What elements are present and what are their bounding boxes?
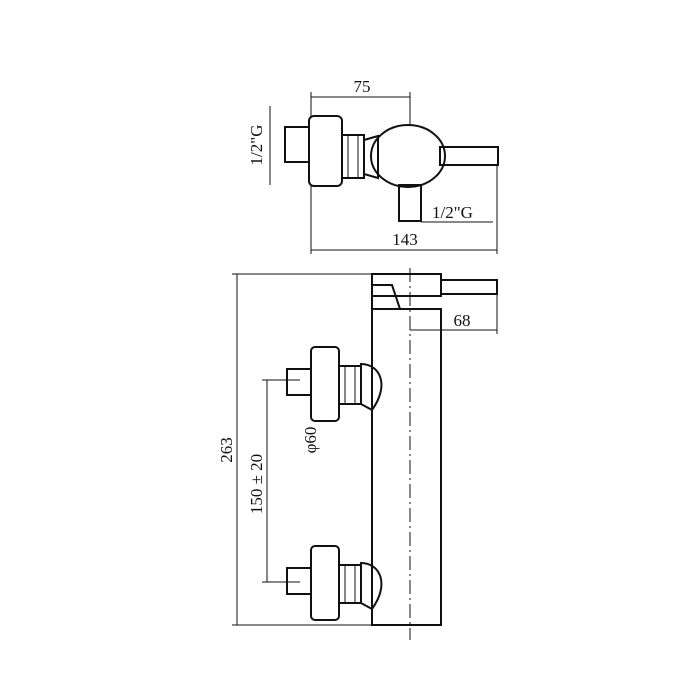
upper-inlet-pipe: [286, 368, 312, 396]
dim-68-label: 68: [454, 311, 471, 330]
lower-rosette: [310, 545, 340, 621]
inlet-pipe-left: [284, 126, 310, 163]
lower-hex-nut: [338, 564, 362, 604]
dim-inlet-bottom-label: 1/2"G: [432, 203, 473, 222]
front-view: 263 150 ± 20 φ60 68: [217, 268, 498, 640]
hex-nut-top: [341, 134, 365, 179]
top-view: 75 1/2"G 1/2"G 143: [247, 77, 499, 254]
upper-connection: [286, 346, 383, 422]
lever-handle-front: [440, 279, 498, 295]
dim-75-label: 75: [354, 77, 371, 96]
mixer-body: [371, 308, 442, 626]
lower-inlet-pipe: [286, 567, 312, 595]
outlet-pipe-bottom: [398, 184, 422, 222]
lower-connection: [286, 545, 383, 621]
lever-handle-top: [439, 146, 499, 166]
wall-rosette-top: [308, 115, 343, 187]
mixer-body-top: [370, 124, 446, 188]
dim-inlet-left-label: 1/2"G: [247, 125, 266, 166]
dim-150-label: 150 ± 20: [247, 454, 266, 514]
upper-rosette: [310, 346, 340, 422]
dim-263-label: 263: [217, 437, 236, 463]
upper-eccentric: [360, 362, 383, 412]
lower-eccentric: [360, 561, 383, 611]
dim-phi60-label: φ60: [301, 427, 320, 454]
dim-143-label: 143: [392, 230, 418, 249]
upper-hex-nut: [338, 365, 362, 405]
body-connector-top: [363, 134, 379, 180]
